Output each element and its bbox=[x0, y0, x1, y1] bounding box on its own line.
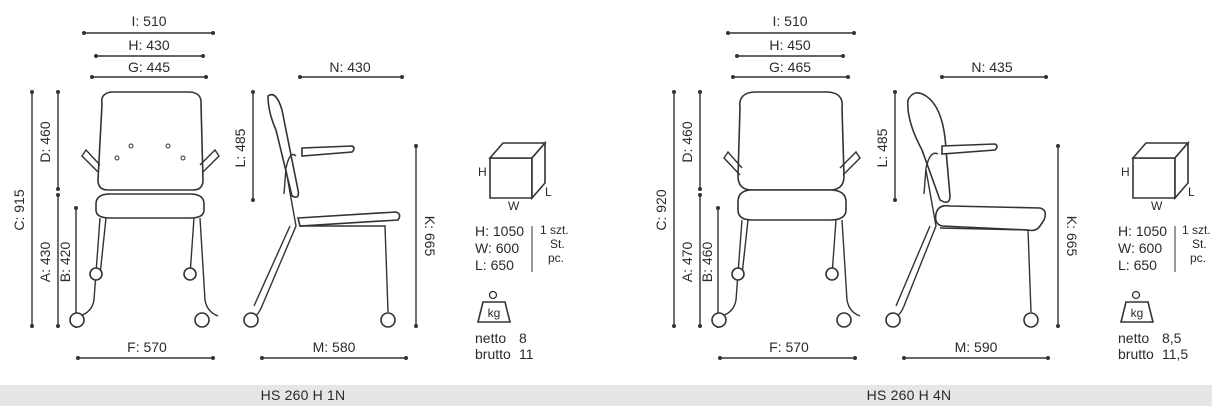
dimension-c: C: 920 bbox=[653, 90, 676, 328]
svg-text:A: 430: A: 430 bbox=[37, 242, 53, 283]
dimension-l: L: 485 bbox=[232, 90, 255, 202]
package-dimensions: H: 1050 W: 600 L: 650 1 szt. St. pc. bbox=[1118, 223, 1211, 273]
caption-bar bbox=[0, 385, 1212, 406]
svg-text:M: 590: M: 590 bbox=[955, 339, 998, 355]
dimension-n: N: 435 bbox=[940, 59, 1048, 79]
svg-text:1 szt.: 1 szt. bbox=[1182, 223, 1211, 237]
dimension-n: N: 430 bbox=[298, 59, 404, 79]
svg-text:G: 445: G: 445 bbox=[128, 59, 170, 75]
weight-values: netto 8,5 brutto 11,5 bbox=[1118, 330, 1188, 362]
chair-side-view bbox=[885, 92, 1047, 328]
weight-icon: kg bbox=[1119, 290, 1155, 323]
svg-text:11,5: 11,5 bbox=[1162, 346, 1188, 362]
svg-text:kg: kg bbox=[1131, 306, 1144, 320]
svg-text:netto: netto bbox=[1118, 330, 1149, 346]
model-name-left: HS 260 H 1N bbox=[260, 387, 346, 403]
svg-text:D: 460: D: 460 bbox=[37, 121, 53, 162]
svg-text:L: L bbox=[1188, 185, 1195, 199]
svg-text:F: 570: F: 570 bbox=[769, 339, 809, 355]
dimension-c: C: 915 bbox=[11, 90, 34, 328]
dimension-g: G: 445 bbox=[90, 59, 208, 79]
svg-text:W: W bbox=[1151, 199, 1163, 213]
svg-text:A: 470: A: 470 bbox=[679, 242, 695, 283]
svg-text:G: 465: G: 465 bbox=[769, 59, 811, 75]
svg-text:L: 650: L: 650 bbox=[475, 257, 514, 273]
svg-text:brutto: brutto bbox=[475, 346, 511, 362]
svg-text:8,5: 8,5 bbox=[1162, 330, 1182, 346]
dimension-m: M: 580 bbox=[260, 339, 408, 360]
weight-icon: kg bbox=[476, 290, 512, 323]
svg-text:F: 570: F: 570 bbox=[127, 339, 167, 355]
svg-text:W: W bbox=[508, 199, 520, 213]
package-dimensions: H: 1050 W: 600 L: 650 1 szt. St. pc. bbox=[475, 223, 569, 273]
svg-text:H: 1050: H: 1050 bbox=[475, 223, 524, 239]
package-box-icon: H W L bbox=[478, 140, 552, 213]
dimension-g: G: 465 bbox=[731, 59, 850, 79]
dimension-k: K: 665 bbox=[1056, 144, 1080, 328]
dimension-l: L: 485 bbox=[874, 90, 897, 202]
svg-text:N: 430: N: 430 bbox=[329, 59, 370, 75]
svg-text:H: 1050: H: 1050 bbox=[1118, 223, 1167, 239]
svg-text:C: 920: C: 920 bbox=[653, 189, 669, 230]
svg-text:L: 485: L: 485 bbox=[874, 128, 890, 167]
dimension-a: A: 470 bbox=[679, 193, 702, 328]
dimension-d: D: 460 bbox=[679, 90, 702, 191]
svg-text:N: 435: N: 435 bbox=[971, 59, 1012, 75]
svg-text:kg: kg bbox=[488, 306, 501, 320]
dimension-m: M: 590 bbox=[902, 339, 1050, 360]
svg-text:H: H bbox=[478, 165, 487, 179]
dimension-f: F: 570 bbox=[718, 339, 857, 360]
svg-text:St.: St. bbox=[1192, 237, 1207, 251]
dimension-f: F: 570 bbox=[76, 339, 215, 360]
chair-front-view bbox=[711, 91, 861, 328]
svg-text:pc.: pc. bbox=[548, 251, 564, 265]
panel-hs-260-h-4n: I: 510 H: 450 G: 465 N: 435 C: 920 bbox=[653, 13, 1211, 362]
svg-text:K: 665: K: 665 bbox=[1064, 216, 1080, 257]
svg-text:W: 600: W: 600 bbox=[475, 240, 519, 256]
panel-hs-260-h-1n: I: 510 H: 430 G: 445 N: 430 C: 915 bbox=[11, 13, 569, 362]
svg-text:I: 510: I: 510 bbox=[772, 13, 807, 29]
dimension-b: B: 460 bbox=[699, 206, 720, 328]
svg-text:netto: netto bbox=[475, 330, 506, 346]
svg-text:St.: St. bbox=[550, 237, 565, 251]
package-box-icon: H W L bbox=[1121, 140, 1195, 213]
dimension-a: A: 430 bbox=[37, 193, 60, 328]
svg-text:brutto: brutto bbox=[1118, 346, 1154, 362]
svg-text:L: 485: L: 485 bbox=[232, 128, 248, 167]
dimension-h: H: 450 bbox=[735, 37, 845, 58]
dimension-i: I: 510 bbox=[726, 13, 856, 35]
svg-text:H: 430: H: 430 bbox=[128, 37, 169, 53]
svg-text:C: 915: C: 915 bbox=[11, 189, 27, 230]
svg-text:B: 420: B: 420 bbox=[57, 242, 73, 283]
svg-text:H: H bbox=[1121, 165, 1130, 179]
dimension-i: I: 510 bbox=[82, 13, 215, 35]
svg-text:B: 460: B: 460 bbox=[699, 242, 715, 283]
dimension-k: K: 665 bbox=[414, 144, 438, 328]
svg-text:H: 450: H: 450 bbox=[769, 37, 810, 53]
dimension-d: D: 460 bbox=[37, 90, 60, 191]
chair-front-view bbox=[69, 91, 220, 328]
svg-text:D: 460: D: 460 bbox=[679, 121, 695, 162]
svg-text:1 szt.: 1 szt. bbox=[540, 223, 569, 237]
dimension-b: B: 420 bbox=[57, 206, 78, 328]
weight-values: netto 8 brutto 11 bbox=[475, 330, 534, 362]
svg-text:K: 665: K: 665 bbox=[422, 216, 438, 257]
model-name-right: HS 260 H 4N bbox=[866, 387, 952, 403]
svg-text:I: 510: I: 510 bbox=[131, 13, 166, 29]
svg-text:L: L bbox=[545, 185, 552, 199]
dimension-h: H: 430 bbox=[94, 37, 205, 58]
svg-text:L: 650: L: 650 bbox=[1118, 257, 1157, 273]
svg-text:W: 600: W: 600 bbox=[1118, 240, 1162, 256]
svg-text:M: 580: M: 580 bbox=[313, 339, 356, 355]
svg-text:8: 8 bbox=[519, 330, 527, 346]
svg-text:pc.: pc. bbox=[1190, 251, 1206, 265]
svg-text:11: 11 bbox=[519, 346, 534, 362]
chair-side-view bbox=[243, 93, 401, 328]
